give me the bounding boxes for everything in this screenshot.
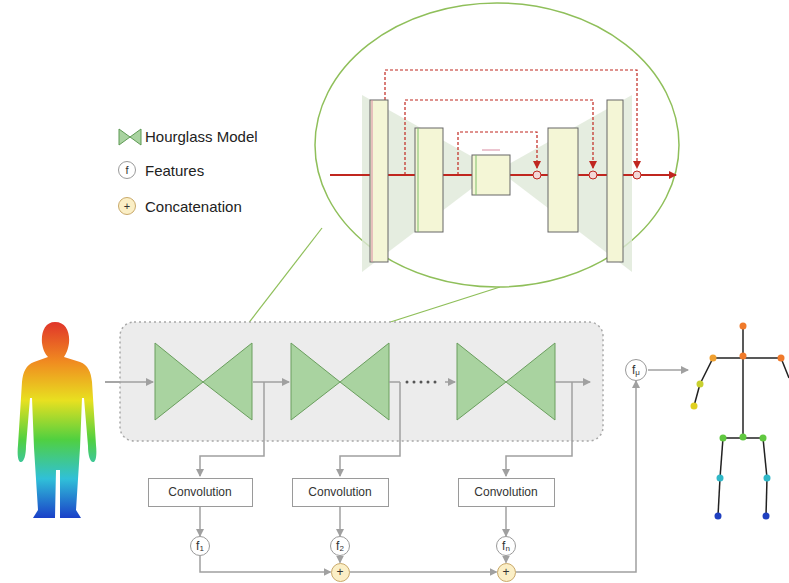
subscript-text: n — [505, 545, 509, 553]
legend-text: Features — [145, 163, 204, 178]
connector-arrow — [339, 556, 341, 563]
human-figure — [18, 322, 97, 518]
connector-arrow — [339, 507, 341, 537]
feature-circle: fμ — [625, 359, 647, 381]
connector-arrow — [505, 556, 507, 563]
convolution-box: Convolution — [458, 478, 555, 507]
feature-circle: f1 — [190, 536, 210, 556]
hourglass-stack-panel — [120, 322, 603, 441]
feature-circle: f2 — [330, 536, 350, 556]
legend-text: Hourglass Model — [145, 129, 258, 144]
connector-arrow — [200, 556, 331, 572]
subscript-text: μ — [635, 369, 640, 377]
hourglass-module — [155, 343, 555, 420]
connector-arrow — [199, 507, 201, 537]
node-text: + — [502, 566, 509, 578]
node-text: f — [632, 364, 635, 376]
node-text: Convolution — [168, 486, 231, 498]
pose-joints — [691, 323, 785, 520]
legend-symbol-text: f — [125, 165, 128, 176]
concat-circle: + — [331, 563, 350, 582]
node-text: + — [336, 566, 343, 578]
input-arrow — [105, 381, 153, 383]
subscript-text: 2 — [339, 545, 343, 553]
legend-text: Concatenation — [145, 199, 242, 214]
ellipsis-dots — [406, 381, 437, 384]
node-text: f — [502, 540, 505, 552]
pose-skeleton — [694, 326, 789, 516]
input-arrow — [105, 381, 153, 383]
connector-arrow — [505, 507, 507, 537]
flow-arrow — [200, 370, 688, 476]
subscript-text: 1 — [199, 545, 203, 553]
node-text: Convolution — [308, 486, 371, 498]
convolution-box: Convolution — [292, 478, 389, 507]
legend-hourglass-icon — [119, 129, 141, 145]
concat-circle: + — [497, 563, 516, 582]
legend-symbol: + — [118, 197, 136, 215]
node-text: f — [196, 540, 199, 552]
legend-symbol-text: + — [124, 201, 130, 212]
convolution-box: Convolution — [148, 478, 253, 507]
connector-arrow — [516, 381, 637, 572]
node-text: Convolution — [474, 486, 537, 498]
hourglass-zoom — [315, 3, 680, 287]
legend-symbol: f — [118, 161, 136, 179]
feature-circle: fn — [496, 536, 516, 556]
node-text: f — [336, 540, 339, 552]
connector-arrow — [350, 571, 497, 573]
